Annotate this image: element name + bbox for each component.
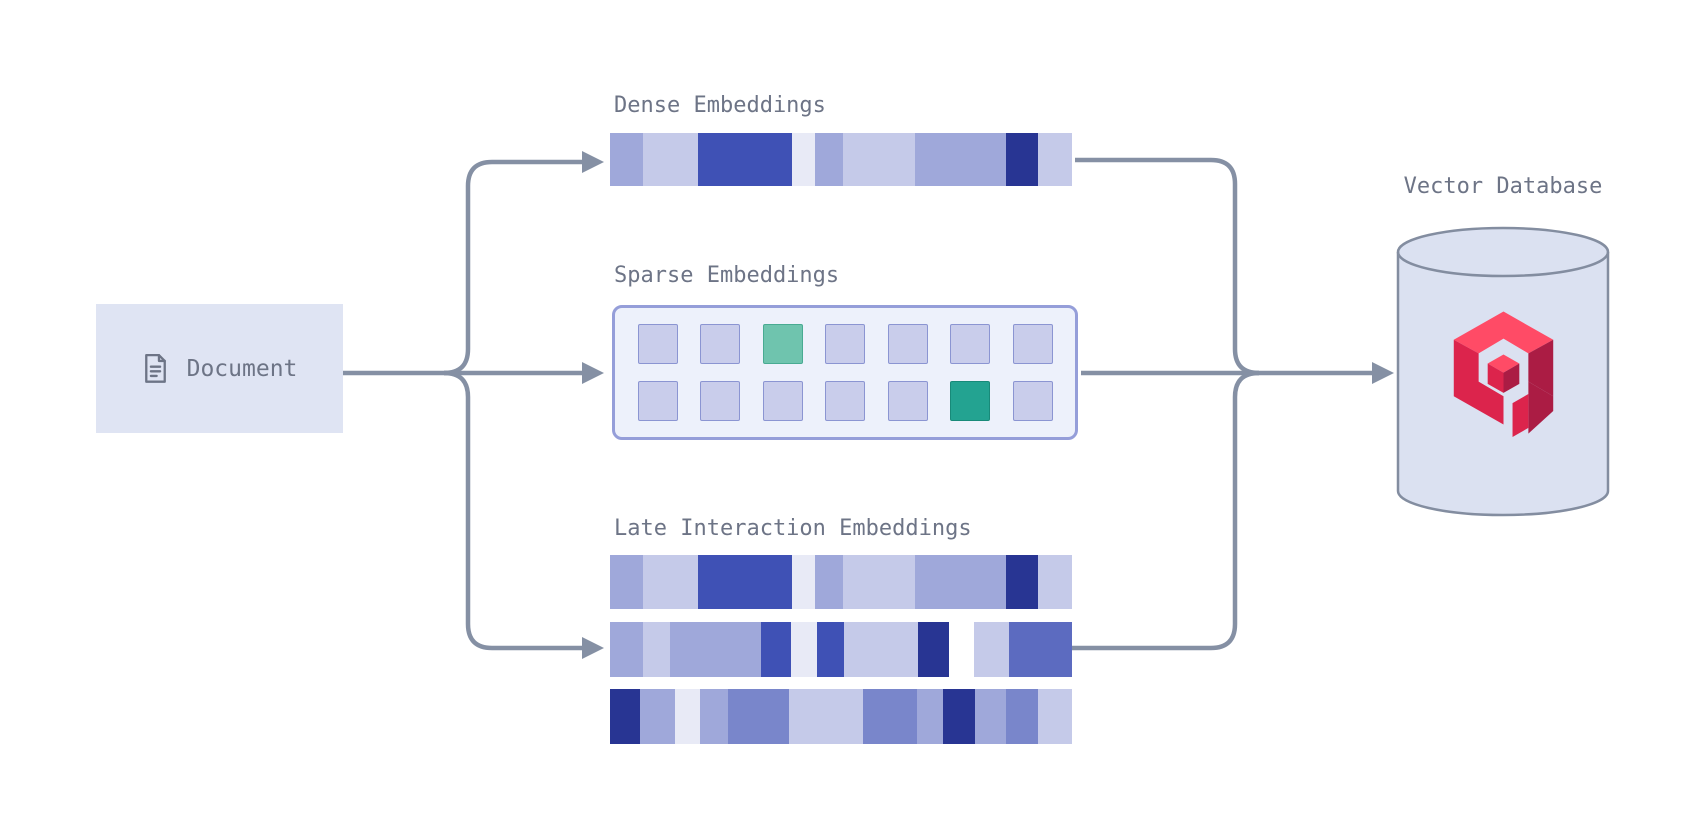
- bar-segment: [643, 133, 698, 186]
- bar-segment: [918, 622, 950, 677]
- sparse-embeddings-panel: [612, 305, 1078, 440]
- arrowheads: [582, 151, 1394, 659]
- sparse-cell-default: [700, 380, 740, 421]
- late-interaction-bar-2: [610, 622, 1072, 677]
- bar-segment: [643, 622, 671, 677]
- bar-segment: [789, 689, 863, 744]
- bar-segment: [1005, 689, 1038, 744]
- connector-to-dense: [443, 159, 582, 376]
- arrowhead-dense: [582, 151, 604, 173]
- late-interaction-embeddings-label: Late Interaction Embeddings: [614, 516, 972, 541]
- bar-segment: [610, 689, 641, 744]
- sparse-cell-default: [1012, 324, 1053, 365]
- arrowhead-database: [1372, 362, 1394, 384]
- arrowhead-late: [582, 637, 604, 659]
- sparse-cell-default: [950, 324, 990, 365]
- logo-cube-right: [1503, 363, 1520, 393]
- sparse-cell-default: [887, 324, 928, 365]
- bar-segment: [698, 133, 792, 186]
- vector-database-label: Vector Database: [1403, 174, 1603, 199]
- late-interaction-bar-1: [610, 555, 1072, 609]
- bar-segment: [915, 555, 1006, 609]
- bar-segment: [760, 622, 792, 677]
- sparse-embeddings-label: Sparse Embeddings: [614, 263, 840, 288]
- sparse-cell-default: [637, 380, 678, 421]
- logo-tail-crimson: [1512, 394, 1529, 437]
- connector-from-late: [1072, 370, 1260, 651]
- sparse-cell-default: [887, 380, 928, 421]
- sparse-cell-teal_light: [762, 324, 803, 365]
- bar-segment: [974, 689, 1006, 744]
- connector-from-dense: [1075, 157, 1260, 376]
- bar-segment: [915, 133, 1006, 186]
- sparse-cell-default: [637, 324, 678, 365]
- bar-segment: [815, 133, 843, 186]
- bar-segment: [700, 689, 729, 744]
- bar-segment: [728, 689, 790, 744]
- logo-cube-left: [1487, 363, 1504, 393]
- document-node: Document: [96, 304, 343, 433]
- bar-segment: [1038, 555, 1072, 609]
- logo-cube-top: [1487, 354, 1520, 373]
- bar-segment: [610, 622, 644, 677]
- bar-segment: [843, 622, 919, 677]
- bar-segment: [862, 689, 917, 744]
- bar-segment: [843, 133, 915, 186]
- bar-segment: [1037, 689, 1072, 744]
- dense-embeddings-label: Dense Embeddings: [614, 93, 826, 118]
- bar-segment: [974, 622, 1009, 677]
- bar-segment: [610, 133, 643, 186]
- bar-segment: [675, 689, 701, 744]
- bar-segment: [792, 133, 815, 186]
- qdrant-logo: [1453, 311, 1554, 437]
- connector-to-late: [443, 370, 582, 651]
- logo-tail-dark: [1528, 381, 1554, 434]
- bar-segment: [643, 555, 698, 609]
- bar-segment: [1008, 622, 1072, 677]
- bar-segment: [610, 555, 643, 609]
- sparse-cell-default: [700, 324, 740, 365]
- bar-segment: [1038, 133, 1072, 186]
- bar-segment: [1006, 133, 1038, 186]
- bar-segment: [843, 555, 915, 609]
- bar-segment: [698, 555, 792, 609]
- bar-segment: [949, 622, 974, 677]
- sparse-row: [615, 324, 1075, 365]
- bar-segment: [670, 622, 761, 677]
- bar-segment: [791, 622, 818, 677]
- merge-connectors: [1072, 157, 1372, 651]
- dense-embeddings-bar: [610, 133, 1072, 186]
- cylinder-top-ellipse: [1396, 251, 1610, 278]
- document-label: Document: [186, 355, 298, 382]
- bar-segment: [817, 622, 844, 677]
- late-interaction-bar-3: [610, 689, 1072, 744]
- sparse-cell-default: [1012, 380, 1053, 421]
- logo-top-face: [1453, 311, 1554, 354]
- sparse-cell-teal_dark: [950, 380, 990, 421]
- arrowhead-sparse: [582, 362, 604, 384]
- bar-segment: [792, 555, 815, 609]
- sparse-cell-default: [825, 324, 865, 365]
- document-branch-connectors: [343, 159, 582, 651]
- sparse-row: [615, 380, 1075, 421]
- logo-right-face: [1528, 339, 1554, 397]
- file-text-icon: [144, 353, 166, 383]
- bar-segment: [640, 689, 676, 744]
- bar-segment: [942, 689, 975, 744]
- bar-segment: [916, 689, 943, 744]
- sparse-cell-default: [825, 380, 865, 421]
- sparse-cell-default: [762, 380, 803, 421]
- bar-segment: [1006, 555, 1038, 609]
- bar-segment: [815, 555, 843, 609]
